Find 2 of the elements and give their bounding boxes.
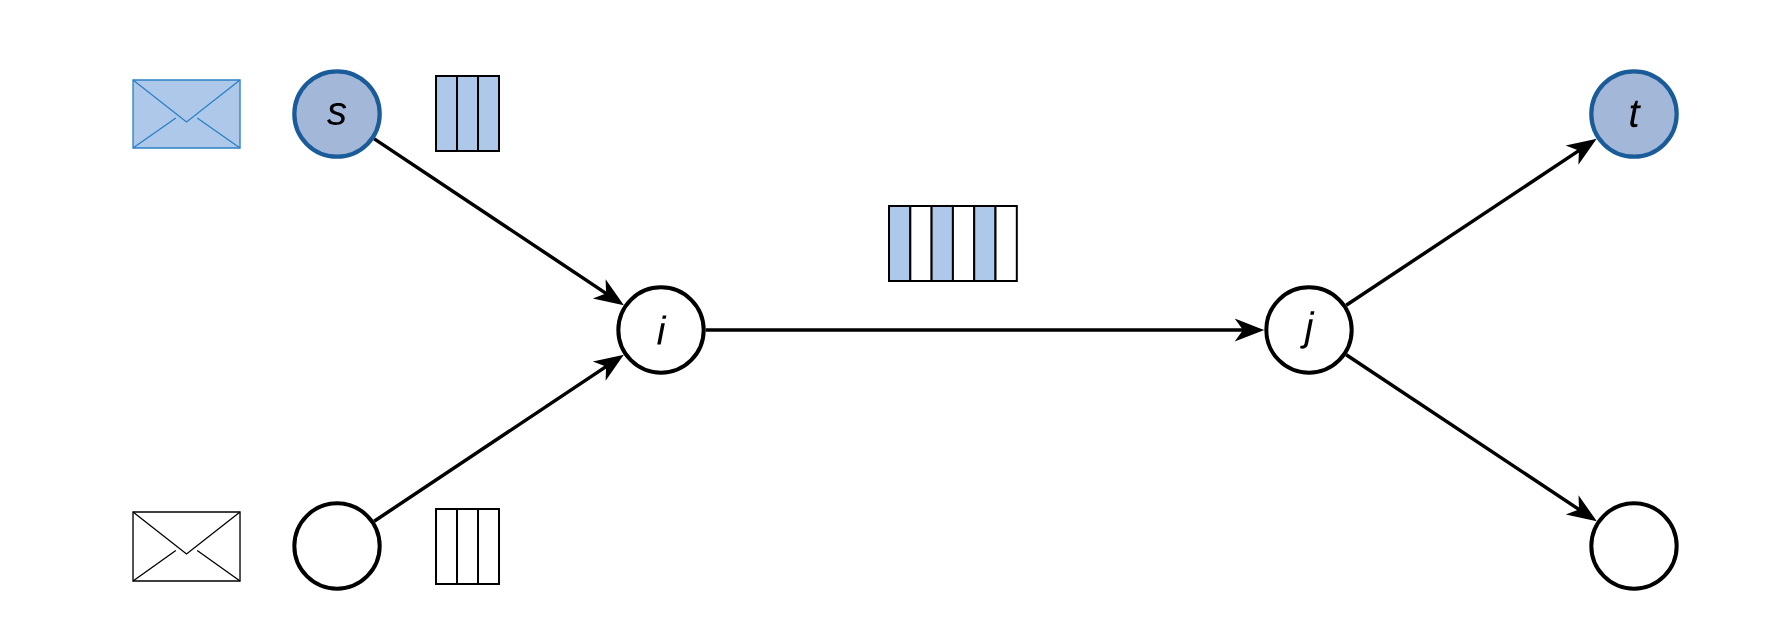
empty-circle [292, 501, 382, 591]
empty-circle [1589, 501, 1679, 591]
